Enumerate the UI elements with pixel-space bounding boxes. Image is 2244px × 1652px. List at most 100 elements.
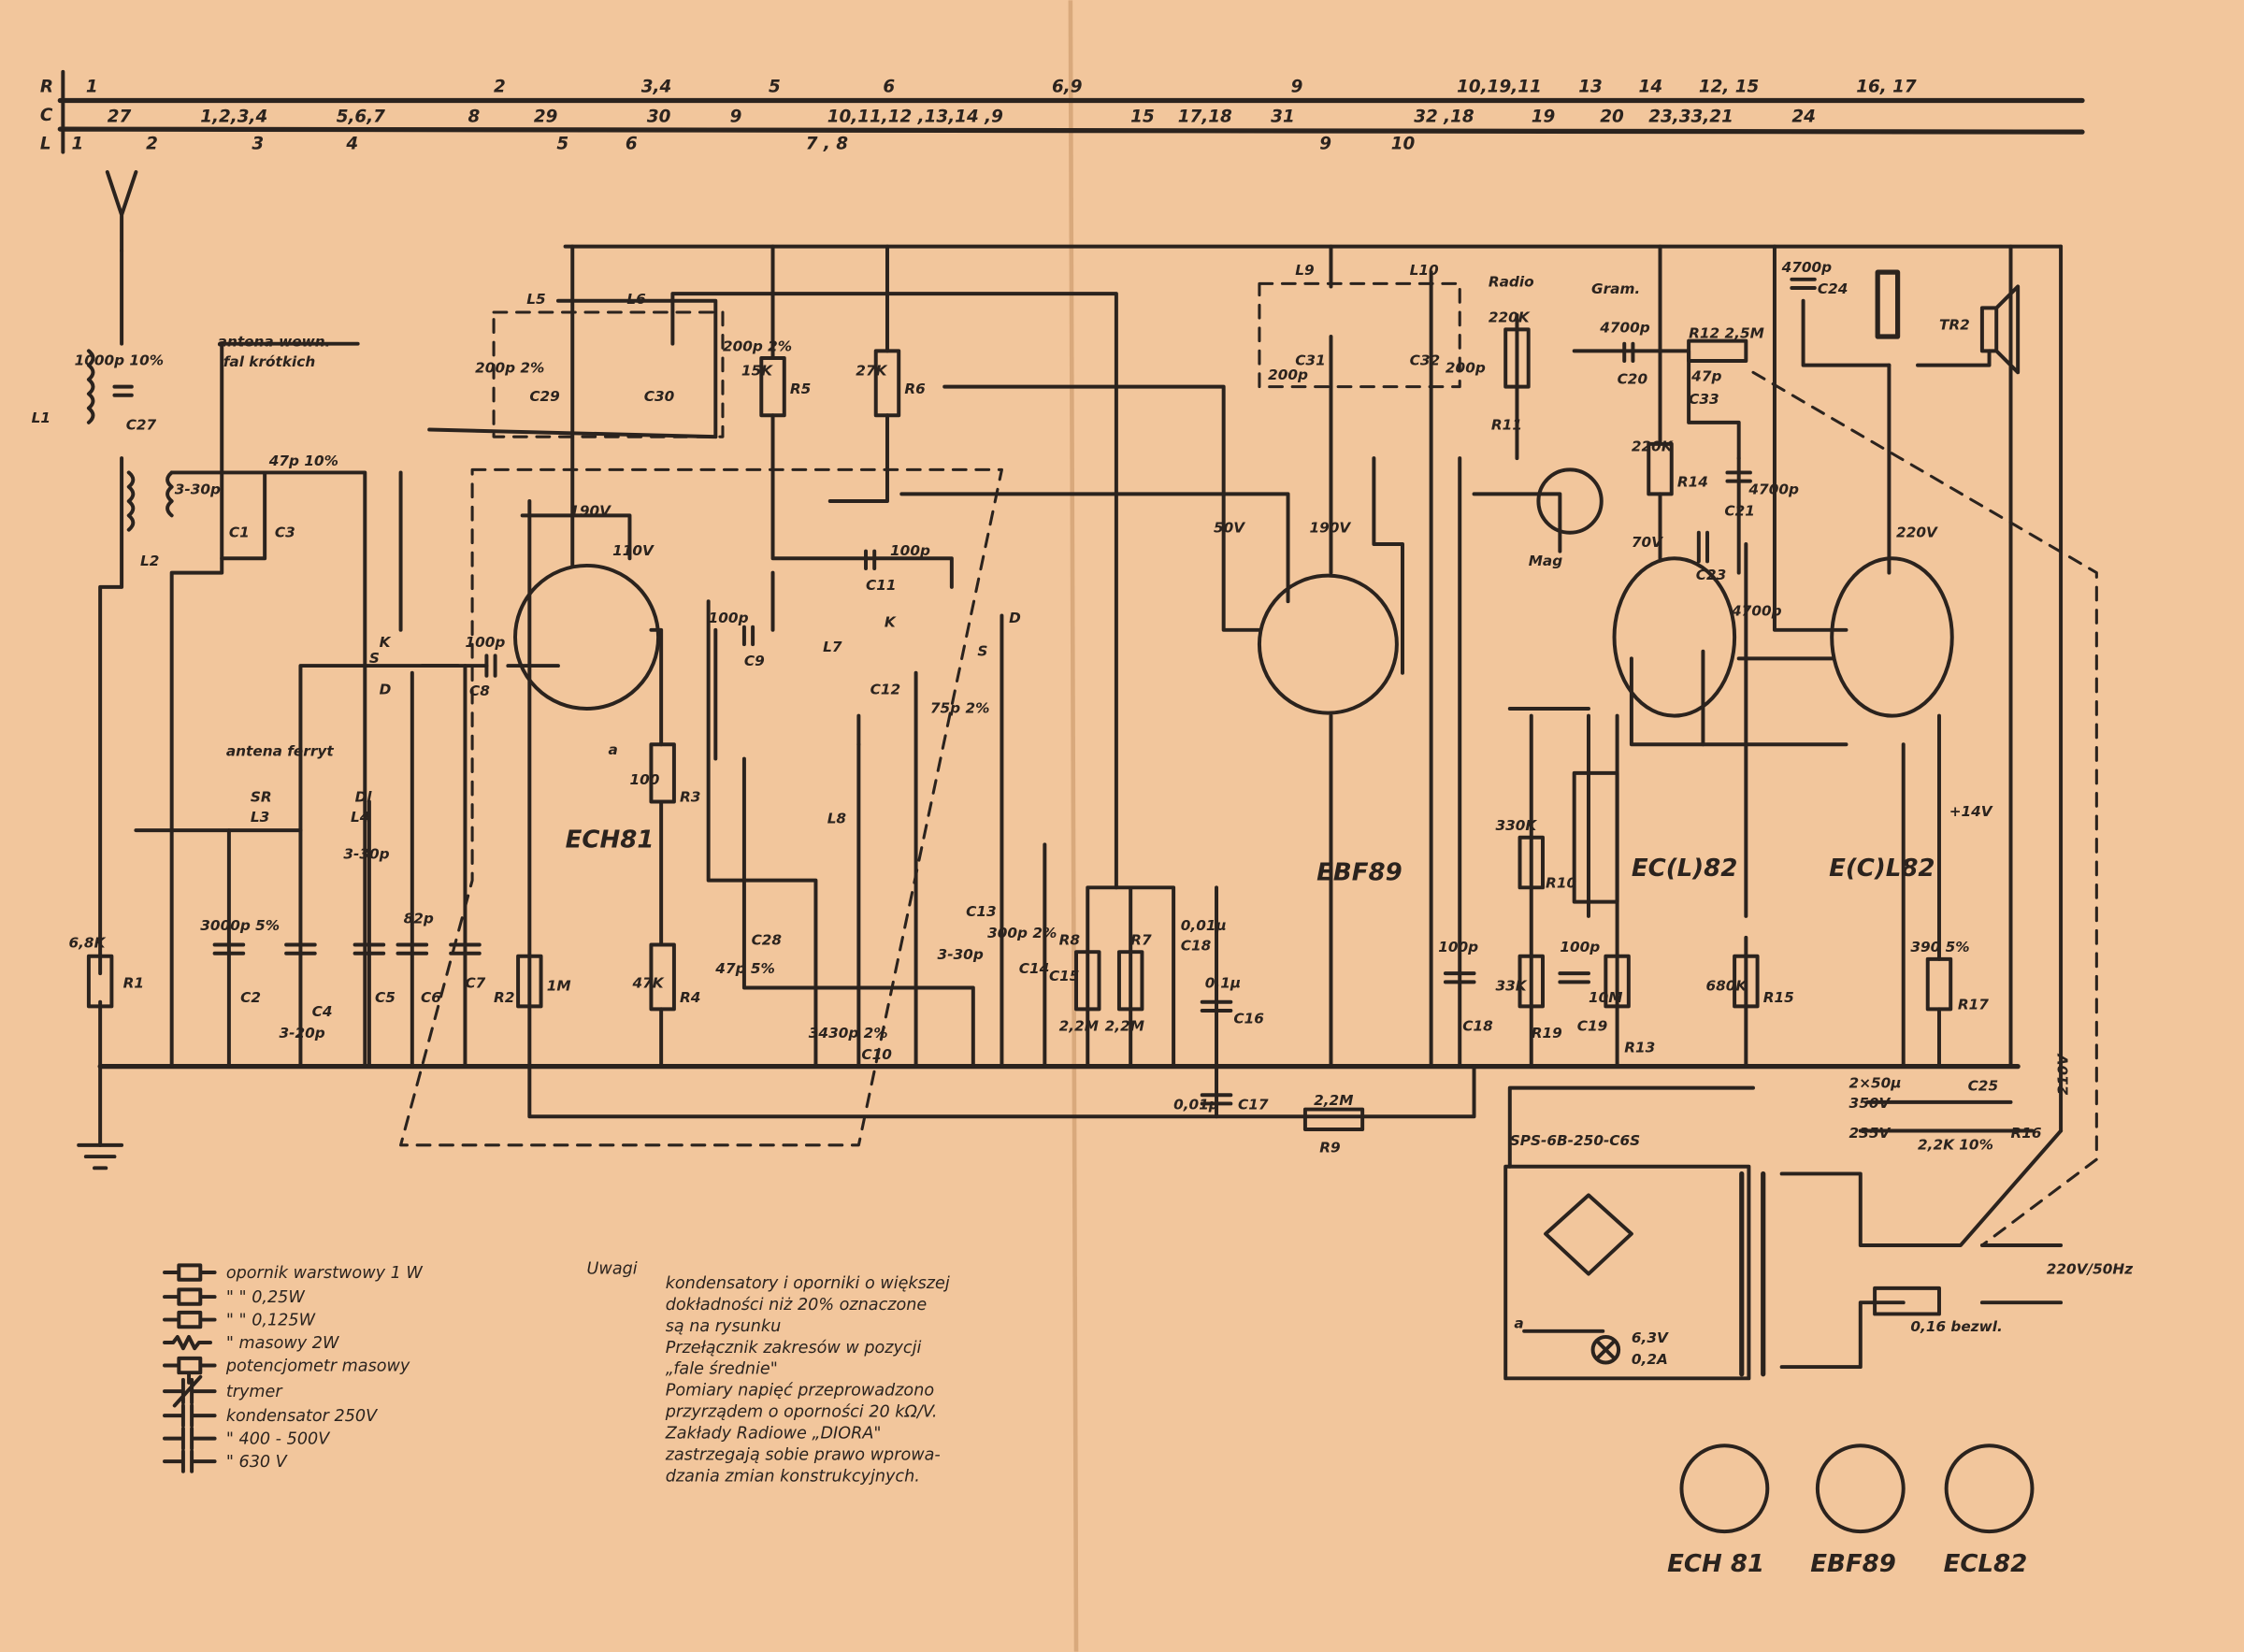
label: C27 (126, 417, 157, 434)
label: R10 (1546, 874, 1576, 891)
resistor-r13 (1604, 954, 1631, 1009)
components (86, 269, 2035, 1534)
label: antena ferryt (226, 743, 335, 760)
note-line: dokładności niż 20% oznaczone (666, 1296, 928, 1314)
label: L10 (1410, 262, 1439, 279)
label: C25 (1968, 1078, 1999, 1095)
note-line: Pomiary napięć przeprowadzono (666, 1382, 934, 1401)
label: 220V/50Hz (2047, 1261, 2133, 1278)
label: C2 (240, 989, 261, 1006)
capacitor-c11 (864, 549, 877, 570)
label: 110V (612, 542, 654, 559)
label: 680K (1705, 978, 1748, 995)
label: R19 (1532, 1025, 1562, 1041)
label: L7 (823, 639, 842, 655)
label: C8 (469, 682, 490, 699)
resistor-r9 (1302, 1107, 1365, 1131)
capacitor-c17 (1200, 1093, 1233, 1106)
label: S (977, 642, 987, 659)
index-r: 14 (1639, 77, 1663, 96)
note-line: są na rysunku (666, 1317, 782, 1336)
label: a (1514, 1315, 1523, 1332)
label: 235V (1849, 1125, 1892, 1142)
label: 0,01µ (1173, 1097, 1219, 1113)
label: L4 (351, 809, 369, 826)
label: R5 (790, 381, 811, 397)
index-c: 10,11,12 ,13,14 ,9 (827, 107, 1003, 126)
label: K (380, 634, 392, 651)
tube-label-ech81: ECH81 (566, 826, 654, 854)
index-r: 2 (494, 77, 506, 96)
label: 2,2K 10% (1918, 1136, 1993, 1153)
capacitor-c21 (1725, 470, 1752, 483)
capacitor-c4 (284, 942, 317, 955)
legend: opornik warstwowy 1 W " " 0,25W " " 0,12… (163, 1263, 423, 1473)
label: 100p (890, 542, 930, 559)
index-c: 29 (534, 107, 558, 126)
tube-label-ecl82-triode: EC(L)82 (1632, 855, 1737, 883)
index-c: 31 (1271, 107, 1295, 126)
label: 4700p (1748, 481, 1799, 497)
label: 190V (569, 502, 611, 519)
label: L8 (827, 810, 847, 826)
index-l: 1 (72, 135, 84, 154)
pinout-label-ech81: ECH 81 (1667, 1550, 1764, 1578)
label: C31 (1295, 352, 1326, 369)
power-supply-block (1503, 1164, 1751, 1381)
note-line: kondensatory i oporniki o większej (666, 1274, 950, 1293)
label: D (380, 682, 392, 698)
label: R17 (1958, 996, 1989, 1013)
legend-item: " " 0,125W (226, 1312, 316, 1330)
label: 47p 10% (268, 453, 338, 469)
resistor-r2 (516, 954, 543, 1009)
label: 100 (629, 771, 659, 788)
label: fal krótkich (223, 353, 315, 370)
label: L1 (32, 409, 50, 426)
capacitor-c6 (396, 942, 429, 955)
mag-socket (1536, 467, 1604, 535)
label: 200p 2% (475, 359, 544, 376)
label: R6 (904, 381, 926, 397)
label: C28 (752, 932, 783, 949)
component-labels: antena wewn. fal krótkich antena ferryt … (32, 259, 2134, 1368)
label: C32 (1410, 352, 1441, 369)
tube-ecl82-pentode (1830, 556, 1954, 718)
label: 50V (1214, 520, 1245, 537)
label: C18 (1462, 1017, 1493, 1034)
index-l: 9 (1319, 135, 1331, 154)
capacitor-c24 (1790, 277, 1817, 290)
label: Dl (355, 788, 373, 805)
resistor-r14 (1647, 441, 1674, 496)
label: Gram. (1591, 280, 1640, 297)
label: 10M (1589, 989, 1623, 1006)
index-c: 1,2,3,4 (200, 107, 267, 126)
label: Radio (1489, 273, 1534, 290)
label: 200p (1446, 359, 1486, 376)
note-line: Zakłady Radiowe „DIORA" (665, 1425, 882, 1444)
legend-item: potencjometr masowy (225, 1358, 410, 1376)
resistor-r11 (1503, 327, 1531, 389)
resistor-r5 (759, 356, 786, 418)
label: R12 2,5M (1689, 325, 1764, 342)
label: 390 5% (1910, 939, 1969, 955)
tube-ecl82-triode (1612, 556, 1737, 718)
fuse (1873, 1286, 1941, 1316)
potentiometer-r12 (1687, 338, 1748, 364)
label: L6 (626, 291, 646, 308)
label: R3 (680, 788, 700, 805)
label: C1 (229, 524, 250, 540)
label: R7 (1130, 932, 1152, 949)
label: 3-20p (279, 1025, 324, 1041)
label: L5 (526, 291, 545, 308)
label: C15 (1049, 968, 1080, 984)
label: 33K (1495, 978, 1527, 995)
label: R4 (680, 989, 700, 1006)
bridge-rectifier (1544, 1193, 1633, 1276)
label: R8 (1059, 932, 1081, 949)
label: 1000p 10% (75, 352, 164, 369)
capacitor-c2 (212, 942, 246, 955)
row-letter-l: L (40, 135, 51, 154)
label: 200p 2% (723, 338, 792, 354)
label: 0,2A (1632, 1351, 1668, 1368)
